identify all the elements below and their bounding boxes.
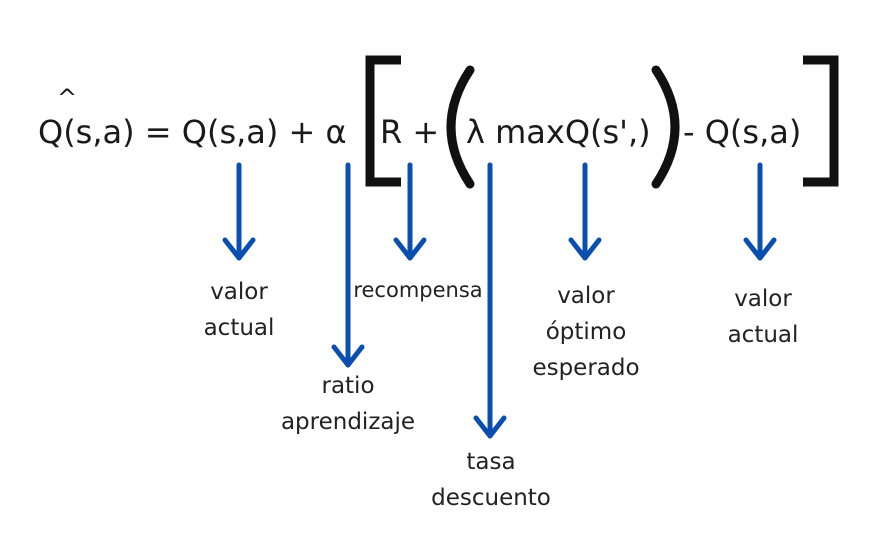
label-line: ratio xyxy=(321,373,375,399)
right-bracket xyxy=(803,55,839,187)
equation-max-term: λ maxQ(s',) xyxy=(466,113,651,151)
label-current-value-1: valor actual xyxy=(189,274,289,346)
label-expected-optimal: valor óptimo esperado xyxy=(525,278,647,386)
equation-reward: R + xyxy=(380,113,440,151)
label-line: valor xyxy=(734,286,792,312)
equation-lhs: Q(s,a) = Q(s,a) + α xyxy=(38,113,347,151)
label-discount: tasa descuento xyxy=(425,444,557,516)
arrow-discount xyxy=(473,162,507,439)
arrow-current-value-2 xyxy=(743,162,777,261)
arrow-current-value-1 xyxy=(222,162,256,261)
left-bracket xyxy=(365,55,401,187)
right-paren xyxy=(651,65,680,189)
hat-symbol: ^ xyxy=(57,84,78,112)
label-line: aprendizaje xyxy=(280,409,416,435)
label-line: recompensa xyxy=(353,278,483,302)
label-line: esperado xyxy=(532,355,640,381)
label-line: descuento xyxy=(431,485,551,511)
label-line: actual xyxy=(203,315,275,341)
label-line: valor xyxy=(210,279,268,305)
label-learning-rate: ratio aprendizaje xyxy=(273,368,423,440)
label-line: valor xyxy=(557,283,615,309)
left-paren xyxy=(446,65,475,189)
label-line: óptimo xyxy=(545,319,627,345)
label-line: actual xyxy=(727,322,799,348)
arrow-learning-rate xyxy=(331,162,365,368)
arrow-expected-optimal xyxy=(568,162,602,261)
label-reward: recompensa xyxy=(350,272,486,308)
arrow-reward xyxy=(393,162,427,261)
label-current-value-2: valor actual xyxy=(713,281,813,353)
label-line: tasa xyxy=(466,449,516,475)
equation-minus-q: - Q(s,a) xyxy=(683,113,802,151)
